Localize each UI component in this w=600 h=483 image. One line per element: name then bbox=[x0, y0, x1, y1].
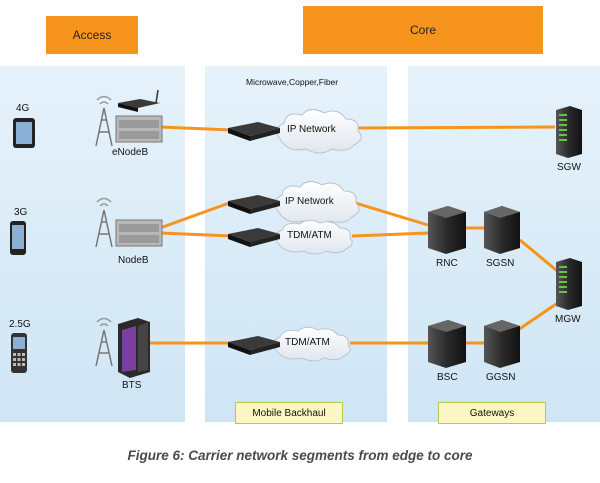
segment-gateways: Gateways bbox=[438, 402, 546, 424]
label-4g: 4G bbox=[16, 103, 30, 114]
rnc-server-icon bbox=[428, 206, 466, 254]
label-ip-network-2: IP Network bbox=[285, 196, 334, 207]
tablet-icon bbox=[13, 118, 35, 148]
label-nodeb: NodeB bbox=[118, 255, 149, 266]
link-nodeb-router2 bbox=[159, 200, 233, 230]
ggsn-server-icon bbox=[484, 320, 520, 368]
router-icon bbox=[228, 122, 280, 141]
bsc-server-icon bbox=[428, 320, 466, 368]
enodeb-icon bbox=[115, 89, 163, 143]
link-ip2-rnc bbox=[351, 200, 429, 227]
access-header: Access bbox=[46, 16, 138, 54]
link-sgsn-mgw bbox=[519, 238, 563, 277]
label-3g: 3G bbox=[14, 207, 28, 218]
cloud-ip1 bbox=[276, 109, 362, 154]
label-sgsn: SGSN bbox=[486, 258, 515, 269]
router-icon bbox=[228, 336, 280, 355]
sgw-server-icon bbox=[556, 106, 582, 158]
link-mgw-ggsn bbox=[517, 298, 563, 332]
transport-label: Microwave,Copper,Fiber bbox=[246, 77, 339, 87]
link-nodeb-router3 bbox=[159, 231, 233, 238]
label-sgw: SGW bbox=[557, 162, 581, 173]
link-tdm1-rnc bbox=[351, 231, 429, 238]
label-ggsn: GGSN bbox=[486, 372, 516, 383]
segment-mobile-backhaul: Mobile Backhaul bbox=[235, 402, 343, 424]
cloud-tdm1 bbox=[275, 219, 353, 255]
label-ip-network-1: IP Network bbox=[287, 124, 336, 135]
mgw-server-icon bbox=[556, 258, 582, 310]
nodeb-icon bbox=[115, 219, 163, 247]
sgsn-server-icon bbox=[484, 206, 520, 254]
cloud-tdm2 bbox=[273, 326, 351, 362]
router-icon bbox=[228, 195, 280, 214]
feature-phone-icon bbox=[11, 333, 27, 373]
smartphone-icon bbox=[10, 221, 26, 255]
antenna-tower-icon bbox=[95, 95, 113, 147]
core-header: Core bbox=[303, 6, 543, 54]
label-bts: BTS bbox=[122, 380, 142, 391]
figure-caption: Figure 6: Carrier network segments from … bbox=[127, 448, 473, 463]
label-tdm-atm-2: TDM/ATM bbox=[285, 337, 330, 348]
label-bsc: BSC bbox=[437, 372, 458, 383]
antenna-tower-icon bbox=[95, 197, 113, 248]
link-enodeb-router bbox=[159, 125, 233, 132]
router-icon bbox=[228, 228, 280, 247]
label-rnc: RNC bbox=[436, 258, 458, 269]
bts-icon bbox=[118, 318, 150, 378]
label-enodeb: eNodeB bbox=[112, 147, 149, 158]
link-ip1-sgw bbox=[354, 125, 556, 130]
label-mgw: MGW bbox=[555, 314, 581, 325]
label-2-5g: 2.5G bbox=[9, 319, 31, 330]
antenna-tower-icon bbox=[95, 317, 113, 367]
label-tdm-atm-1: TDM/ATM bbox=[287, 230, 332, 241]
